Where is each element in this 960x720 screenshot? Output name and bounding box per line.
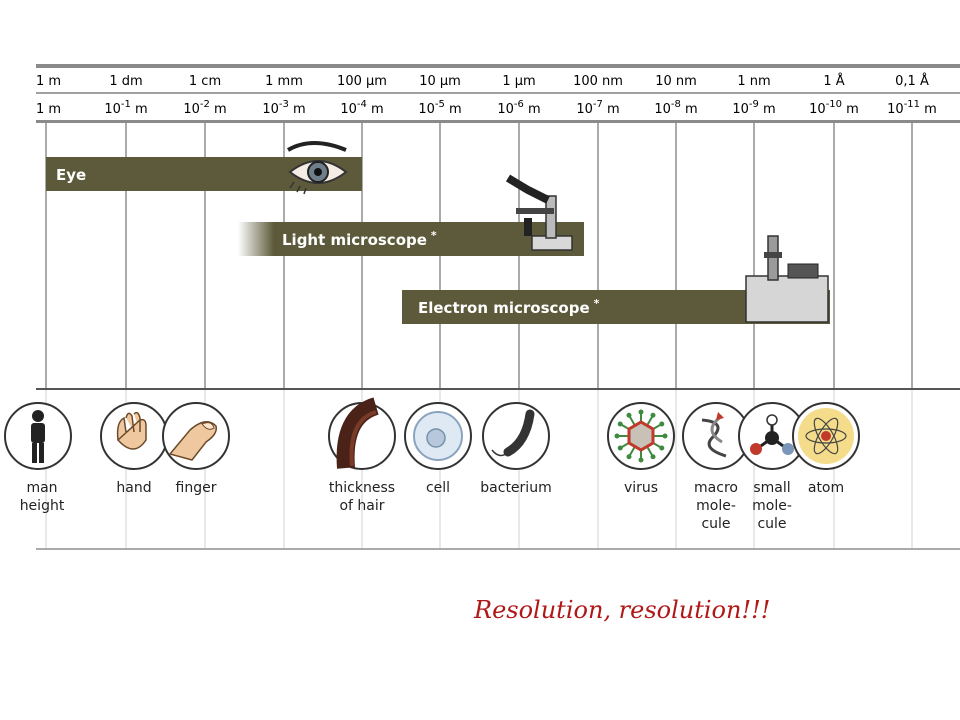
object-label: cule [701,516,730,532]
object-label: height [20,498,65,514]
bottom-scale-label: 10-1 m [104,99,147,117]
object-label: cule [757,516,786,532]
top-scale-label: 1 µm [502,74,535,89]
light-microscope-asterisk: * [431,229,437,242]
object-hair: thickness of hair [328,397,396,514]
bottom-rule [36,548,960,550]
object-man: man height [4,402,72,514]
bottom-scale-label: 10-2 m [183,99,226,117]
hair-icon [328,397,396,470]
eye-bar: Eye [46,141,362,195]
electron-microscope-icon [745,235,829,323]
hand-icon [100,402,168,470]
bottom-scale-label: 10-9 m [732,99,775,117]
object-label: macro [694,480,738,496]
bottom-scale-label: 10-7 m [576,99,619,117]
top-scale-label: 1 cm [189,74,221,89]
object-label: atom [808,480,844,496]
object-row: man height hand finger thickness of hair cell b… [4,397,860,532]
top-scale-label: 1 dm [109,74,142,89]
object-cell: cell [404,402,472,496]
object-small-molecule: small mole-cule [738,402,806,532]
object-label: virus [624,480,658,496]
cell-icon [404,402,472,470]
top-scale-label: 0,1 Å [895,73,929,89]
object-label: mole- [696,498,736,514]
resolution-caption: Resolution, resolution!!! [474,596,771,624]
object-label: hand [116,480,151,496]
bottom-scale-label: 10-6 m [497,99,540,117]
macromolecule-icon [682,402,750,470]
electron-microscope-asterisk: * [594,297,600,310]
bottom-scale-label: 10-10 m [809,99,859,117]
bacterium-icon [482,402,550,470]
light-microscope-icon [505,174,573,251]
bottom-scale-label: 10-8 m [654,99,697,117]
object-label: mole- [752,498,792,514]
electron-microscope-bar-label: Electron microscope [418,299,590,317]
object-label: man [26,480,57,496]
object-virus: virus [607,402,675,496]
top-scale-label: 100 nm [573,74,623,89]
light-microscope-bar-label: Light microscope [282,231,427,249]
scale-top-labels: 1 m 1 dm 1 cm 1 mm 100 µm 10 µm 1 µm 100 nm 10 n… [36,73,929,89]
light-microscope-bar: Light microscope * [238,174,584,256]
bottom-scale-label: 10-11 m [887,99,937,117]
finger-icon [162,402,230,470]
bottom-scale-label: 10-5 m [418,99,461,117]
eye-icon [286,141,348,195]
top-scale-label: 10 µm [419,74,461,89]
object-label: cell [426,480,450,496]
electron-microscope-bar: Electron microscope * [402,235,830,324]
eye-bar-label: Eye [56,166,86,184]
object-label: bacterium [480,480,551,496]
scale-header [36,64,960,123]
top-scale-label: 100 µm [337,74,387,89]
top-scale-label: 10 nm [655,74,697,89]
virus-icon [607,402,675,470]
top-scale-label: 1 nm [737,74,770,89]
man-icon [4,402,72,470]
top-scale-label: 1 m [36,74,61,89]
object-finger: finger [162,402,230,496]
svg-text:Light microscope*: Light microscope * [282,229,437,249]
object-label: small [753,480,790,496]
scale-bottom-labels: 1 m 10-1 m 10-2 m 10-3 m 10-4 m 10-5 m 10-6 m 1… [36,99,937,117]
object-label: finger [176,480,217,496]
object-bacterium: bacterium [480,402,552,496]
object-label: of hair [339,498,384,514]
atom-icon [792,402,860,470]
top-scale-label: 1 Å [823,73,844,89]
bottom-scale-label: 10-4 m [340,99,383,117]
small-molecule-icon [738,402,806,470]
object-atom: atom [792,402,860,496]
top-scale-label: 1 mm [265,74,303,89]
object-macromolecule: macro mole-cule [682,402,750,532]
object-label: thickness [329,480,395,496]
bottom-scale-label: 1 m [36,102,61,117]
objects-divider [36,388,960,390]
svg-text:Electron microscope*: Electron microscope * [418,297,600,317]
bottom-scale-label: 10-3 m [262,99,305,117]
object-hand: hand [100,402,168,496]
